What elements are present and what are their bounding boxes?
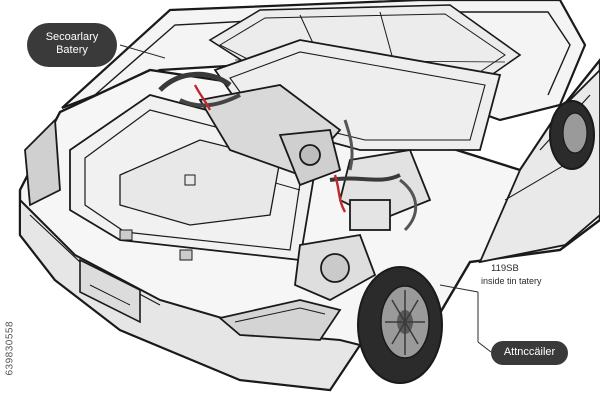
front-wheel [357,266,443,384]
rear-wheel [549,100,595,170]
secondary-battery-label-line2: Batery [56,43,88,56]
secondary-battery-callout: Secoarlary Batery [27,23,117,67]
annotation-leader-lines [119,44,492,353]
stock-image-id-watermark: 639830558 [4,320,16,376]
annotation-description: inside tin tatery [481,276,542,286]
annotation-code: 119SB [491,263,519,274]
alternator-callout: Attnccäiler [491,341,568,365]
red-wire-left [193,84,212,111]
secondary-battery-label-line1: Secoarlary [45,31,99,43]
engine-bay [69,39,502,302]
red-wire-right [333,174,347,213]
